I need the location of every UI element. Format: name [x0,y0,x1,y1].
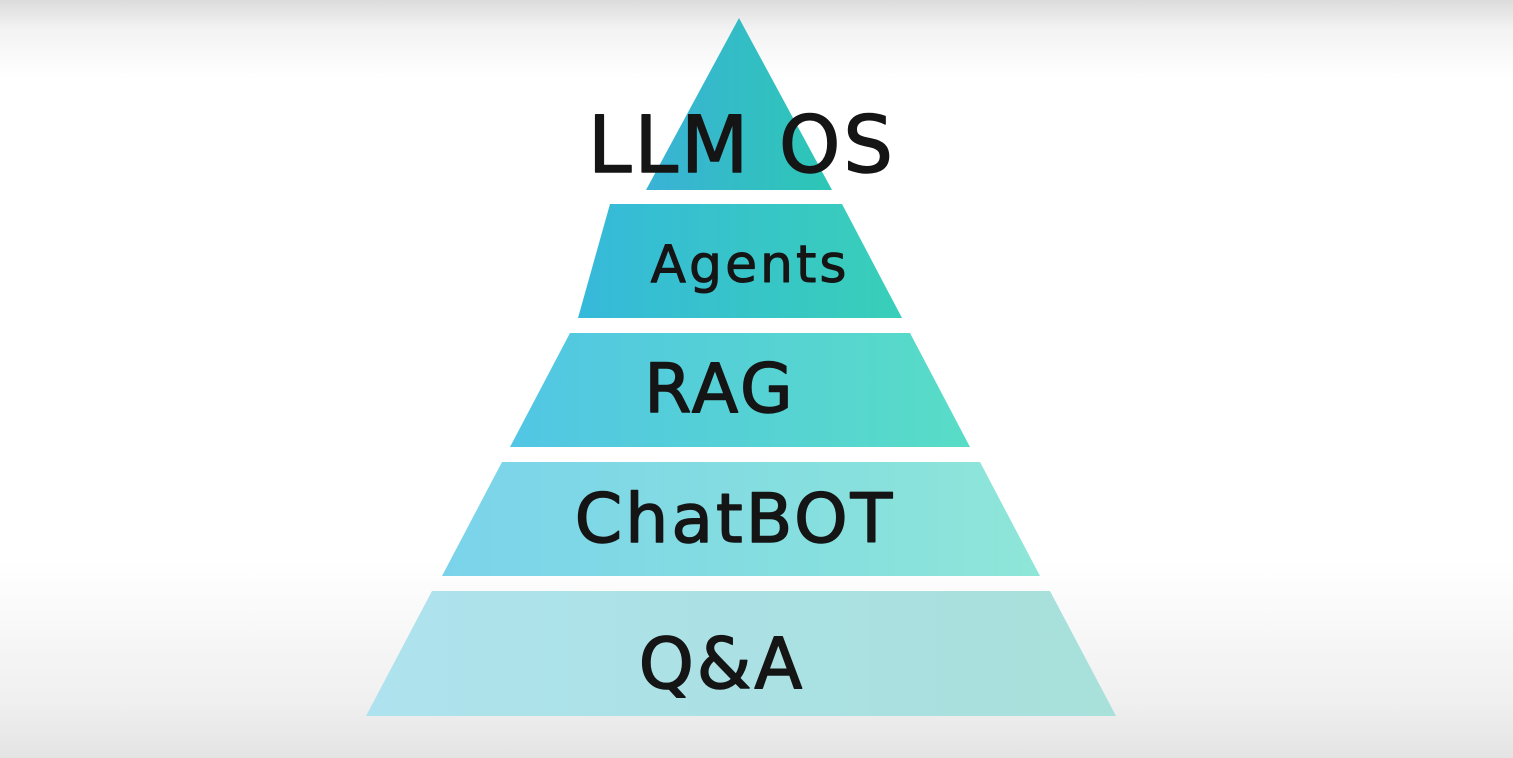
tier-shape-rag [510,333,970,447]
pyramid-tier-llm-os: LLM OS [587,18,896,192]
pyramid-tier-chatbot: ChatBOT [442,462,1040,576]
pyramid-tier-agents: Agents [578,204,902,318]
tier-label-chatbot: ChatBOT [575,480,895,559]
tier-shape-chatbot [442,462,1040,576]
tier-shape-qa [366,591,1116,716]
tier-shape-llm-os [646,18,832,190]
tier-label-agents: Agents [650,235,849,295]
tier-label-qa: Q&A [639,623,806,705]
pyramid-tier-rag: RAG [510,333,970,447]
tier-label-rag: RAG [644,350,796,429]
tier-label-llm-os: LLM OS [588,101,896,191]
tier-shape-agents [578,204,902,318]
pyramid-tier-qa: Q&A [366,591,1116,716]
